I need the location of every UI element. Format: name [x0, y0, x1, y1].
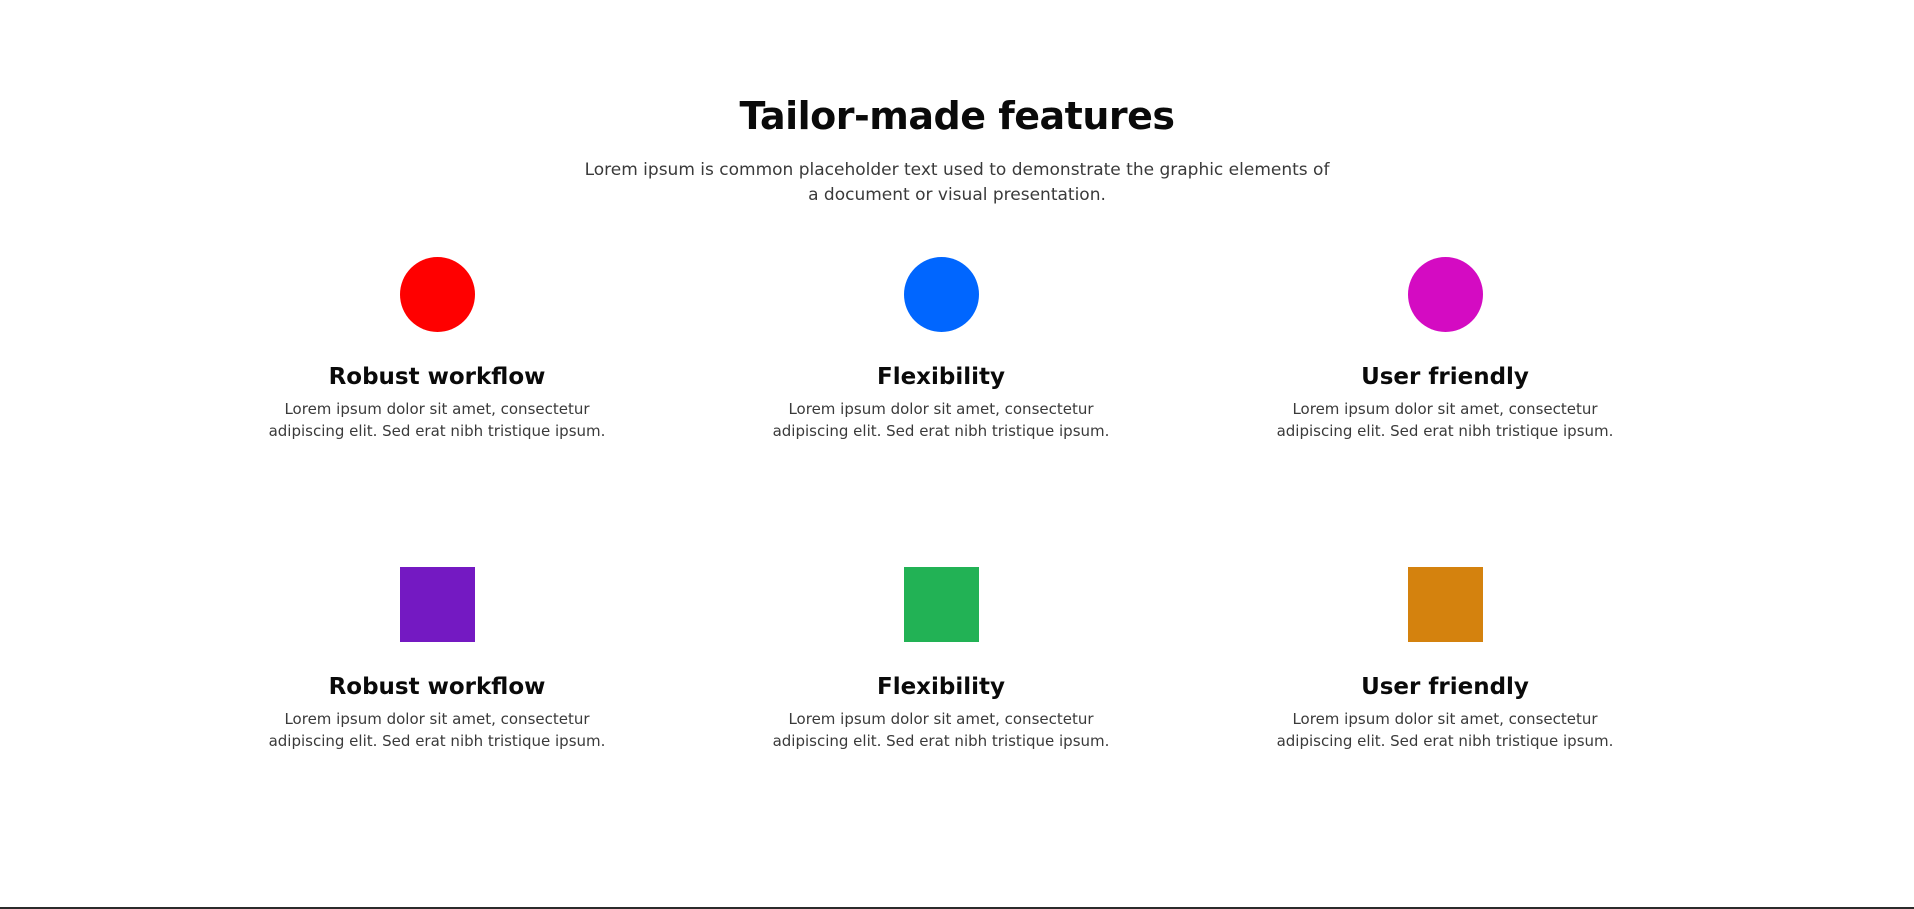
red-circle-icon [399, 257, 475, 332]
feature-title: Flexibility [876, 674, 1006, 700]
blue-circle-icon [903, 257, 979, 332]
bottom-divider [0, 907, 1914, 909]
magenta-circle-icon [1407, 257, 1483, 332]
feature-card: Robust workflow Lorem ipsum dolor sit am… [257, 567, 617, 752]
section-subtitle: Lorem ipsum is common placeholder text u… [584, 160, 1330, 205]
feature-title: Flexibility [876, 364, 1006, 390]
feature-card: User friendly Lorem ipsum dolor sit amet… [1265, 567, 1625, 752]
feature-title: User friendly [1361, 674, 1529, 700]
feature-card: Flexibility Lorem ipsum dolor sit amet, … [761, 257, 1121, 442]
feature-description: Lorem ipsum dolor sit amet, consectetur … [268, 710, 606, 750]
feature-card: Robust workflow Lorem ipsum dolor sit am… [257, 257, 617, 442]
green-square-icon [903, 567, 979, 642]
purple-square-icon [399, 567, 475, 642]
feature-description: Lorem ipsum dolor sit amet, consectetur … [1276, 710, 1614, 750]
feature-description: Lorem ipsum dolor sit amet, consectetur … [1276, 400, 1614, 440]
orange-square-icon [1407, 567, 1483, 642]
feature-description: Lorem ipsum dolor sit amet, consectetur … [772, 400, 1110, 440]
feature-card: User friendly Lorem ipsum dolor sit amet… [1265, 257, 1625, 442]
feature-description: Lorem ipsum dolor sit amet, consectetur … [772, 710, 1110, 750]
feature-title: Robust workflow [328, 674, 546, 700]
feature-title: User friendly [1361, 364, 1529, 390]
feature-title: Robust workflow [328, 364, 546, 390]
feature-card: Flexibility Lorem ipsum dolor sit amet, … [761, 567, 1121, 752]
feature-description: Lorem ipsum dolor sit amet, consectetur … [268, 400, 606, 440]
section-title: Tailor-made features [739, 94, 1175, 138]
